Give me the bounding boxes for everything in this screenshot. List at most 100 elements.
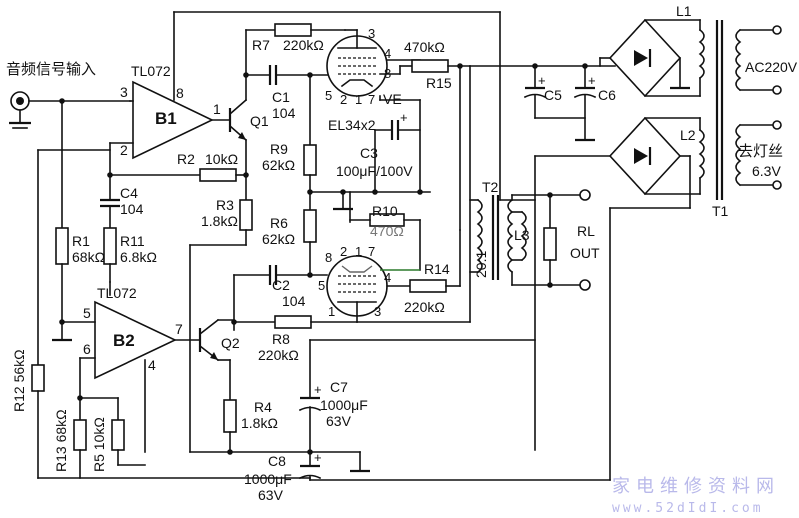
c4-label: C4 bbox=[120, 185, 138, 201]
heater-voltage: 6.3V bbox=[752, 163, 781, 179]
r1-label: R1 bbox=[72, 233, 90, 249]
svg-text:+: + bbox=[314, 382, 322, 397]
c6-label: C6 bbox=[598, 87, 616, 103]
pin-label: 5 bbox=[325, 88, 332, 103]
r4-value: 1.8kΩ bbox=[241, 415, 278, 431]
ve-label: VE bbox=[383, 91, 402, 107]
resistor-r4 bbox=[223, 399, 237, 433]
svg-text:+: + bbox=[314, 450, 322, 465]
heater-label: 去灯丝 bbox=[738, 142, 783, 160]
bridge-rectifier-l2 bbox=[608, 116, 682, 196]
l3-label: L3 bbox=[514, 227, 530, 243]
inductor-l3 bbox=[520, 210, 527, 262]
pin-label: 4 bbox=[384, 270, 391, 285]
r15-value: 470kΩ bbox=[404, 39, 445, 55]
pin-label: 3 bbox=[368, 26, 375, 41]
c5-label: C5 bbox=[544, 87, 562, 103]
tube-label: EL34x2 bbox=[328, 117, 376, 133]
c8-value: 1000μF bbox=[244, 471, 292, 487]
b2-label: B2 bbox=[113, 331, 135, 350]
r8-label: R8 bbox=[272, 331, 290, 347]
r11-value: 6.8kΩ bbox=[120, 249, 157, 265]
b1-chip-label: TL072 bbox=[131, 63, 171, 79]
resistor-r5 bbox=[111, 419, 125, 451]
r13-label: R13 68kΩ bbox=[53, 409, 69, 472]
l1-label: L1 bbox=[676, 3, 692, 19]
resistor-r1 bbox=[55, 227, 69, 265]
svg-text:+: + bbox=[538, 73, 546, 88]
pin-label: 4 bbox=[384, 46, 391, 61]
c1-value: 104 bbox=[272, 105, 296, 121]
c8-voltage: 63V bbox=[258, 487, 284, 503]
pin-label: 5 bbox=[83, 305, 91, 321]
pin-label: 5 bbox=[318, 278, 325, 293]
resistor-r9 bbox=[303, 144, 317, 176]
resistor-r11 bbox=[103, 227, 117, 265]
q2-label: Q2 bbox=[221, 335, 240, 351]
b2-chip-label: TL072 bbox=[97, 285, 137, 301]
pin-label: 8 bbox=[384, 66, 391, 81]
resistor-r2 bbox=[199, 168, 237, 182]
pin-label: 2 bbox=[120, 142, 128, 158]
tube-lower bbox=[326, 255, 388, 323]
pin-label: 3 bbox=[120, 84, 128, 100]
opamp-b2 bbox=[94, 300, 177, 380]
r7-label: R7 bbox=[252, 37, 270, 53]
r14-label: R14 bbox=[424, 261, 450, 277]
b1-label: B1 bbox=[155, 109, 177, 128]
tube-upper bbox=[326, 29, 388, 97]
r2-label: R2 bbox=[177, 151, 195, 167]
t1-label: T1 bbox=[712, 203, 729, 219]
output-terminal-1 bbox=[579, 189, 591, 201]
output-terminal-2 bbox=[579, 279, 591, 291]
input-label: 音频信号输入 bbox=[6, 60, 96, 78]
r12-label: R12 56kΩ bbox=[11, 349, 27, 412]
pin-label: 4 bbox=[148, 357, 156, 373]
r5-label: R5 10kΩ bbox=[91, 417, 107, 472]
resistor-r3 bbox=[239, 199, 253, 231]
pin-label: 8 bbox=[176, 85, 184, 101]
watermark-text: 家电维修资料网 bbox=[612, 476, 780, 497]
opamp-b1 bbox=[132, 80, 214, 160]
transistor-q2 bbox=[198, 318, 220, 362]
c3-value: 100μF/100V bbox=[336, 163, 413, 179]
pin-label: 8 bbox=[325, 250, 332, 265]
q1-label: Q1 bbox=[250, 113, 269, 129]
resistor-r8 bbox=[274, 315, 312, 329]
r10-label: R10 bbox=[372, 203, 398, 219]
c4-value: 104 bbox=[120, 201, 144, 217]
resistor-r15 bbox=[411, 59, 449, 73]
r8-value: 220kΩ bbox=[258, 347, 299, 363]
transformer-t2-primary bbox=[476, 198, 483, 274]
r14-value: 220kΩ bbox=[404, 299, 445, 315]
c8-label: C8 bbox=[268, 453, 286, 469]
r6-value: 62kΩ bbox=[262, 231, 295, 247]
resistor-r12 bbox=[31, 364, 45, 392]
pin-label: 7 bbox=[368, 244, 375, 259]
r4-label: R4 bbox=[254, 399, 272, 415]
watermark-url: www.52dIdI.com bbox=[612, 501, 764, 516]
t2-label: T2 bbox=[482, 179, 499, 195]
pin-label: 1 bbox=[213, 101, 221, 117]
resistor-r14 bbox=[409, 279, 447, 293]
pin-label: 2 bbox=[340, 244, 347, 259]
c2-value: 104 bbox=[282, 293, 306, 309]
pin-label: 1 bbox=[328, 304, 335, 319]
pin-label: 2 bbox=[340, 92, 347, 107]
svg-text:+: + bbox=[400, 110, 408, 125]
c1-label: C1 bbox=[272, 89, 290, 105]
r1-value: 68kΩ bbox=[72, 249, 105, 265]
svg-text:+: + bbox=[588, 73, 596, 88]
r10-value: 470Ω bbox=[370, 223, 404, 239]
pin-label: 7 bbox=[368, 92, 375, 107]
pin-label: 3 bbox=[374, 304, 381, 319]
c7-voltage: 63V bbox=[326, 413, 352, 429]
transistor-q1 bbox=[228, 98, 248, 142]
input-jack bbox=[9, 91, 31, 129]
pin-label: 6 bbox=[83, 341, 91, 357]
l2-label: L2 bbox=[680, 127, 696, 143]
transformer-t2-secondary bbox=[507, 198, 514, 274]
r6-label: R6 bbox=[270, 215, 288, 231]
